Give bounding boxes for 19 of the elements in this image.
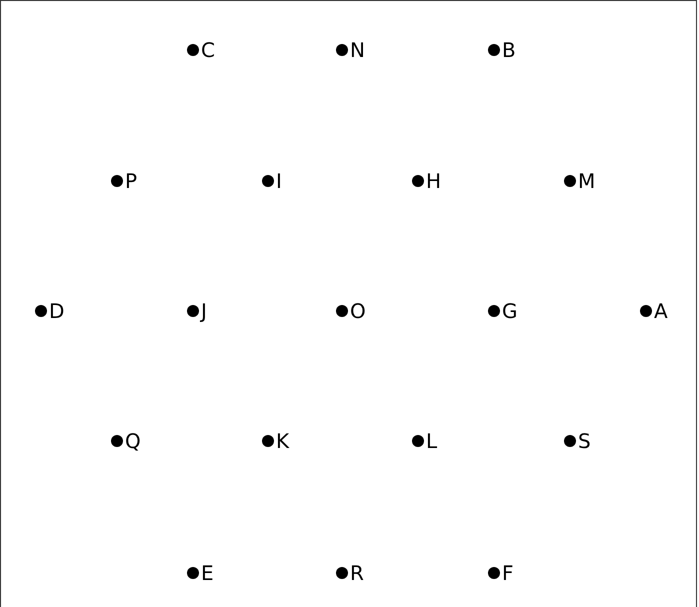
point-label: S — [578, 429, 591, 453]
point-label: K — [276, 429, 290, 453]
point-label: M — [578, 169, 596, 193]
point-label: D — [49, 299, 64, 323]
point-label: Q — [125, 429, 141, 453]
point-label: L — [426, 429, 438, 453]
point-label: I — [276, 169, 282, 193]
point-label: N — [350, 38, 365, 62]
point-label: B — [502, 38, 516, 62]
point-label: R — [350, 561, 364, 585]
point-label: H — [426, 169, 442, 193]
point-label: P — [125, 169, 138, 193]
point-label: C — [201, 38, 215, 62]
point-label: G — [502, 299, 518, 323]
point-label: O — [350, 299, 366, 323]
point-label: F — [502, 561, 514, 585]
point-label: J — [201, 299, 207, 323]
point-label: A — [654, 299, 668, 323]
point-label: E — [201, 561, 214, 585]
